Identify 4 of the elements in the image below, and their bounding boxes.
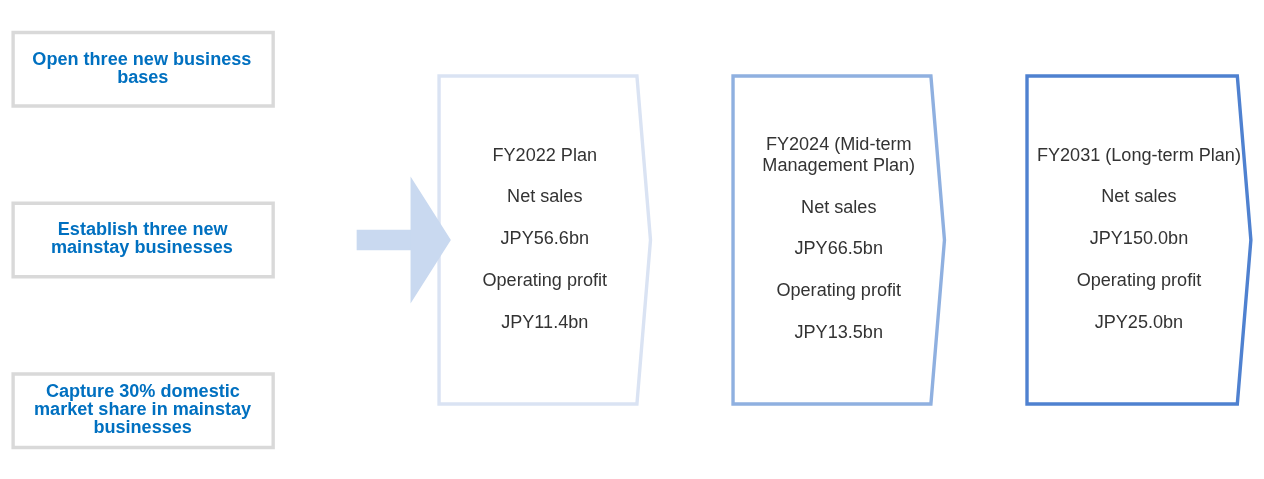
node-box: Establish three new mainstay businesses <box>11 201 275 278</box>
arrow <box>356 176 451 303</box>
node-box: Open three new business bases <box>11 30 275 108</box>
node-box: Capture 30% domestic market share in mainstay businesses <box>11 371 275 449</box>
